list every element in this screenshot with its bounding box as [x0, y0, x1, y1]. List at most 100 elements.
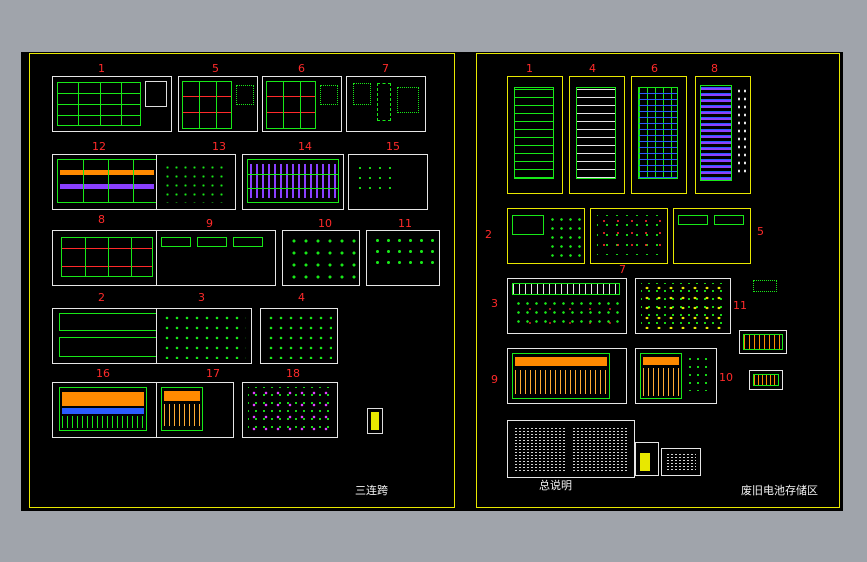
drawing-sheet[interactable]: [749, 370, 783, 390]
floor-plan: [266, 81, 316, 129]
floor-plan: [512, 283, 620, 295]
legend-block[interactable]: [367, 408, 383, 434]
drawing-sheet-3[interactable]: [507, 278, 627, 334]
drawing-sheet[interactable]: [739, 330, 787, 354]
detail-marks: [266, 313, 332, 359]
sheet-number: 10: [318, 217, 332, 230]
drawing-sheet-10[interactable]: [635, 348, 717, 404]
sheet-number: 5: [757, 225, 764, 238]
sheet-number: 9: [206, 217, 213, 230]
sheet-number: 16: [96, 367, 110, 380]
sheet-number: 11: [398, 217, 412, 230]
floor-plan: [514, 87, 554, 179]
drawing-sheet-4[interactable]: [260, 308, 338, 364]
detail-marks: [753, 280, 777, 292]
sheet-number: 2: [98, 291, 105, 304]
detail-marks: [736, 87, 748, 177]
sheet-number: 12: [92, 140, 106, 153]
drawing-sheet-1[interactable]: [507, 76, 563, 194]
detail-marks: [248, 387, 332, 433]
detail-marks: [514, 299, 622, 329]
drawing-sheet[interactable]: [673, 208, 751, 264]
right-drawing-frame[interactable]: 1 4 6 8 2 5 3: [476, 53, 840, 508]
section-plan: [233, 237, 263, 247]
notes-sheet[interactable]: [661, 448, 701, 476]
cad-model-space[interactable]: 1 5 6 7: [21, 52, 843, 511]
general-notes-label: 总说明: [539, 479, 572, 492]
floor-plan: [59, 387, 147, 431]
sheet-number: 3: [198, 291, 205, 304]
drawing-sheet-1[interactable]: [52, 76, 172, 132]
drawing-sheet-17[interactable]: [156, 382, 234, 438]
left-drawing-frame[interactable]: 1 5 6 7: [29, 53, 455, 508]
notes-text: [514, 427, 566, 471]
sheet-number: 6: [298, 62, 305, 75]
detail-marks: [355, 163, 395, 197]
detail-marks: [597, 215, 661, 255]
sheet-number: 3: [491, 297, 498, 310]
frame-label: 三连跨: [355, 484, 388, 497]
detail-marks: [377, 83, 391, 121]
floor-plan: [182, 81, 232, 129]
detail-marks: [397, 87, 419, 113]
sheet-number: 18: [286, 367, 300, 380]
general-notes-sheet[interactable]: [507, 420, 635, 478]
drawing-sheet-2[interactable]: [52, 308, 172, 364]
sheet-number: 2: [485, 228, 492, 241]
drawing-sheet-13[interactable]: [156, 154, 236, 210]
sheet-number: 6: [651, 62, 658, 75]
notes-text: [666, 453, 696, 471]
legend-sheet[interactable]: [635, 442, 659, 476]
detail-marks: [236, 85, 254, 105]
drawing-sheet-3[interactable]: [156, 308, 252, 364]
floor-plan: [576, 87, 616, 179]
drawing-sheet-12[interactable]: [52, 154, 172, 210]
drawing-sheet-6[interactable]: [262, 76, 342, 132]
notes-table: [145, 81, 167, 107]
sheet-number: 1: [526, 62, 533, 75]
detail-marks: [641, 283, 725, 329]
drawing-sheet-5[interactable]: [178, 76, 258, 132]
drawing-sheet-7[interactable]: [346, 76, 426, 132]
sheet-number: 4: [589, 62, 596, 75]
sheet-number: 8: [711, 62, 718, 75]
drawing-sheet-11[interactable]: [635, 278, 731, 334]
drawing-sheet-9[interactable]: [507, 348, 627, 404]
elevation-plan: [753, 374, 779, 386]
floor-plan: [247, 159, 339, 203]
drawing-sheet-6[interactable]: [631, 76, 687, 194]
sheet-number: 13: [212, 140, 226, 153]
detail-marks: [162, 313, 246, 359]
floor-plan: [512, 353, 610, 399]
drawing-sheet-9[interactable]: [156, 230, 276, 286]
section-plan: [678, 215, 708, 225]
elevation-plan: [59, 337, 163, 357]
drawing-sheet-15[interactable]: [348, 154, 428, 210]
drawing-sheet-8[interactable]: [52, 230, 172, 286]
sheet-number: 4: [298, 291, 305, 304]
notes-text: [572, 427, 628, 471]
detail-marks: [353, 83, 371, 105]
drawing-sheet-4[interactable]: [569, 76, 625, 194]
sheet-number: 1: [98, 62, 105, 75]
sheet-number: 9: [491, 373, 498, 386]
drawing-sheet-10[interactable]: [282, 230, 360, 286]
drawing-sheet[interactable]: [590, 208, 668, 264]
drawing-sheet-14[interactable]: [242, 154, 344, 210]
drawing-sheet-11[interactable]: [366, 230, 440, 286]
sheet-number: 17: [206, 367, 220, 380]
floor-plan: [638, 87, 678, 179]
drawing-sheet-16[interactable]: [52, 382, 162, 438]
sheet-number: 11: [733, 299, 747, 312]
detail-marks: [548, 215, 582, 257]
drawing-sheet-2[interactable]: [507, 208, 585, 264]
drawing-sheet-18[interactable]: [242, 382, 338, 438]
sheet-number: 7: [382, 62, 389, 75]
detail-marks: [288, 235, 356, 281]
section-plan: [161, 237, 191, 247]
detail-marks: [686, 355, 712, 391]
sheet-number: 8: [98, 213, 105, 226]
sheet-number: 10: [719, 371, 733, 384]
drawing-sheet-8[interactable]: [695, 76, 751, 194]
floor-plan: [700, 85, 732, 181]
